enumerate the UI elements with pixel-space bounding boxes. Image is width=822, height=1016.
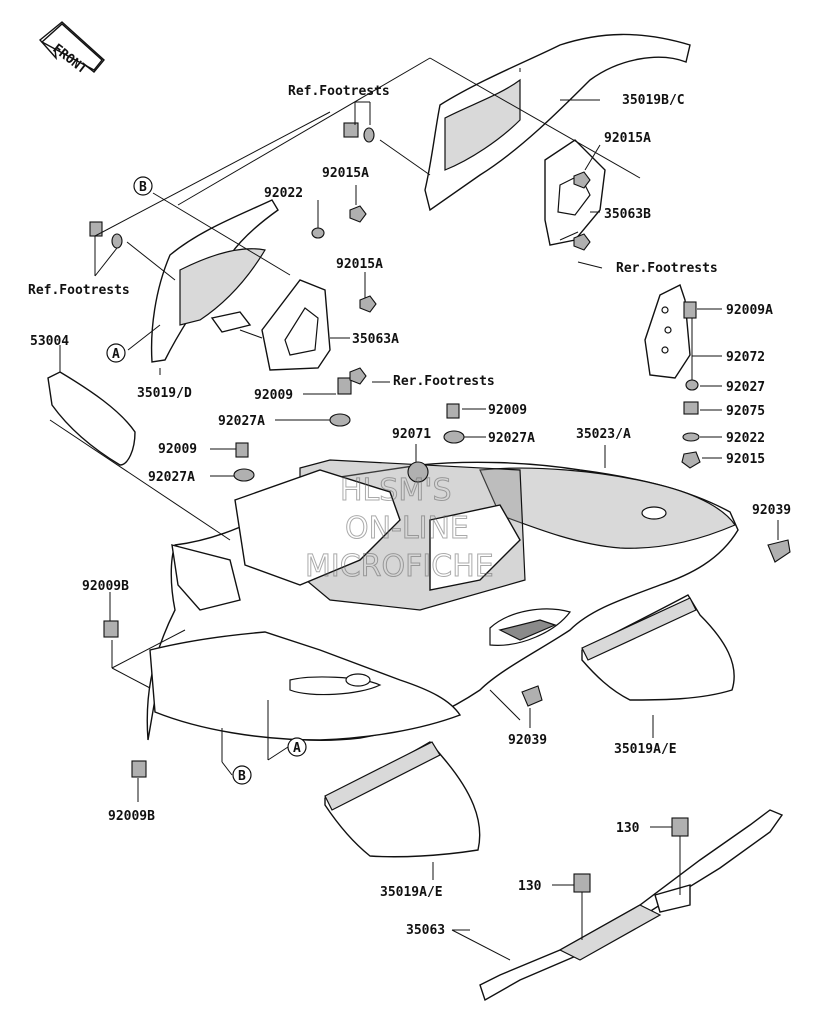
washer-icon [443, 430, 465, 444]
label-53004: 53004 [30, 334, 69, 349]
label-92022-mid: 92022 [264, 186, 303, 201]
mudflap-right [581, 594, 735, 701]
rear-body-35023A [146, 459, 739, 741]
bolt-icon [343, 122, 359, 138]
grommet-icon [683, 401, 699, 415]
label-92039-bottom: 92039 [508, 733, 547, 748]
nut-icon [681, 451, 701, 469]
label-rer-footrests-mid: Rer.Footrests [393, 374, 495, 389]
label-92027A-b: 92027A [148, 470, 195, 485]
label-92009B-top: 92009B [82, 579, 129, 594]
bolt-icon [671, 817, 689, 837]
label-35063B: 35063B [604, 207, 651, 222]
label-ref-footrests-top: Ref.Footrests [288, 84, 390, 99]
label-92039-right: 92039 [752, 503, 791, 518]
label-92015A-center: 92015A [336, 257, 383, 272]
svg-text:MICROFICHE: MICROFICHE [305, 549, 494, 584]
label-92009-a: 92009 [254, 388, 293, 403]
footrest-bar-35063 [479, 809, 784, 1002]
label-92015A-right: 92015A [604, 131, 651, 146]
bolt-icon [103, 620, 119, 638]
mudflap-bottom [324, 741, 481, 858]
mat-53004 [47, 371, 136, 466]
rear-fender-left [150, 199, 279, 363]
washer-icon [685, 379, 699, 391]
label-35063: 35063 [406, 923, 445, 938]
label-92071: 92071 [392, 427, 431, 442]
label-92009-c: 92009 [488, 403, 527, 418]
bracket-92072 [644, 284, 691, 379]
callout-A-left: A [106, 343, 126, 363]
bracket-35063B [544, 139, 606, 246]
label-92022-right: 92022 [726, 431, 765, 446]
bolt-icon [573, 873, 591, 893]
bolt-icon [446, 403, 460, 419]
rear-fender-right [424, 33, 691, 212]
label-92015: 92015 [726, 452, 765, 467]
leader-lines [49, 57, 779, 961]
washer-icon [111, 233, 123, 249]
bolt-icon [131, 760, 147, 778]
bolt-icon [235, 442, 249, 458]
washer-icon [329, 413, 351, 427]
label-35019D: 35019/D [137, 386, 192, 401]
svg-text:ON-LINE: ON-LINE [345, 511, 469, 546]
label-35063A: 35063A [352, 332, 399, 347]
label-92072: 92072 [726, 350, 765, 365]
label-130-top: 130 [616, 821, 640, 836]
label-35019AE-bottom: 35019A/E [380, 885, 443, 900]
svg-text:B: B [139, 180, 147, 195]
svg-text:A: A [293, 741, 301, 756]
callout-A-bottom: A [287, 737, 307, 757]
callout-B-bottom: B [232, 765, 252, 785]
label-92075: 92075 [726, 404, 765, 419]
label-35019BC: 35019B/C [622, 93, 685, 108]
label-92009-b: 92009 [158, 442, 197, 457]
nut-icon [349, 205, 367, 223]
washer-icon [233, 468, 255, 482]
label-35023A: 35023/A [576, 427, 631, 442]
svg-text:A: A [112, 347, 120, 362]
watermark: HLSM'S ON-LINE MICROFICHE [305, 473, 495, 585]
clip-icon [767, 539, 791, 563]
nut-icon [573, 233, 591, 251]
label-92009B-bottom: 92009B [108, 809, 155, 824]
label-92015A-mid: 92015A [322, 166, 369, 181]
label-130-bottom: 130 [518, 879, 542, 894]
grommet-icon [407, 461, 429, 483]
front-arrow-icon: FRONT [38, 21, 105, 77]
nut-icon [349, 367, 367, 385]
washer-icon [682, 432, 700, 442]
label-92009A: 92009A [726, 303, 773, 318]
callout-B-top: B [133, 176, 153, 196]
bolt-icon [89, 221, 103, 237]
washer-icon [363, 127, 375, 143]
bolt-icon [683, 301, 697, 319]
svg-text:B: B [238, 769, 246, 784]
part-labels: Ref.Footrests Ref.Footrests Rer.Footrest… [28, 84, 791, 938]
bracket-35063A [261, 279, 331, 371]
bolt-icon [337, 377, 352, 395]
clip-icon [521, 685, 543, 707]
svg-text:HLSM'S: HLSM'S [340, 473, 452, 508]
label-92027A-c: 92027A [488, 431, 535, 446]
label-92027A-a: 92027A [218, 414, 265, 429]
washer-icon [311, 227, 325, 239]
label-35019AE-right: 35019A/E [614, 742, 677, 757]
label-92027: 92027 [726, 380, 765, 395]
label-rer-footrests-right: Rer.Footrests [616, 261, 718, 276]
nut-icon [359, 295, 377, 313]
label-ref-footrests-left: Ref.Footrests [28, 283, 130, 298]
hardware [89, 122, 791, 893]
nut-icon [573, 171, 591, 189]
